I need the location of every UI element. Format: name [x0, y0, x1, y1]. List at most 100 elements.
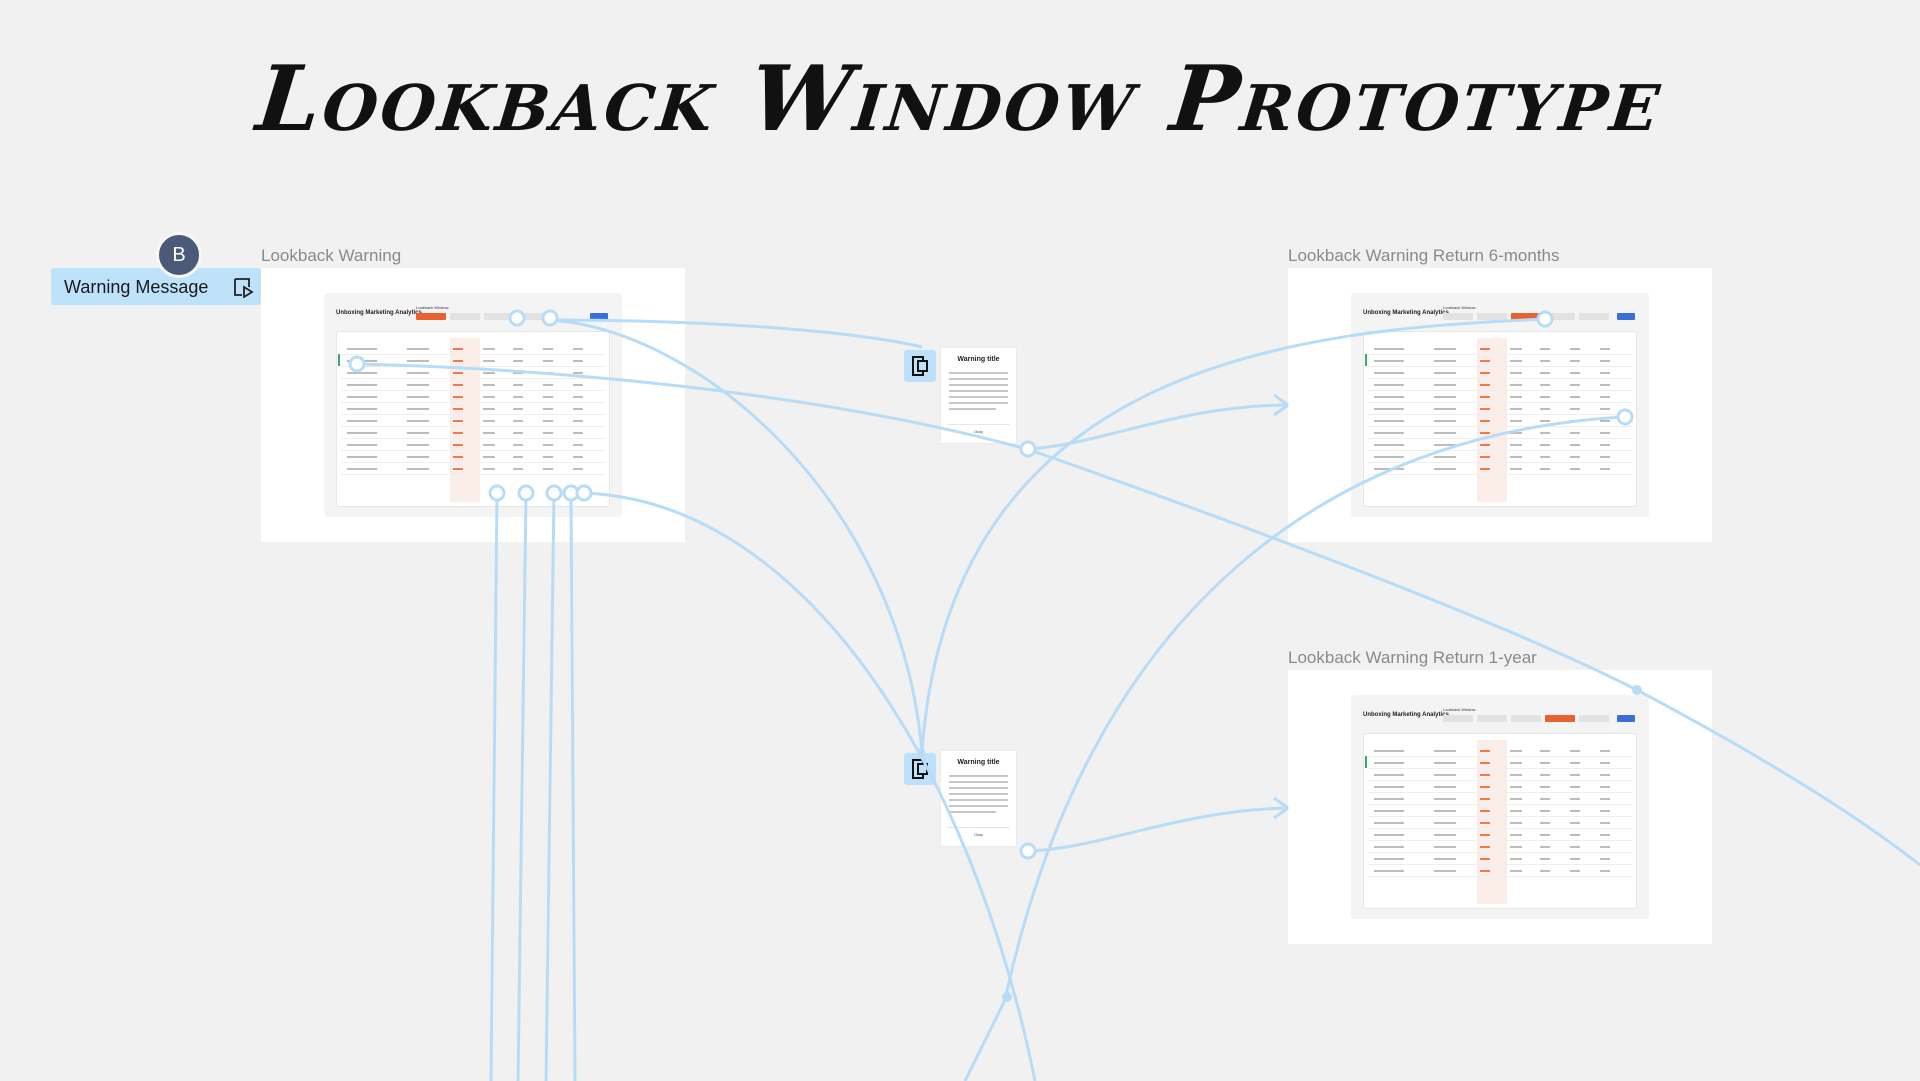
table-cell	[1374, 408, 1404, 410]
table-cell	[1480, 348, 1490, 350]
table-cell	[1510, 798, 1522, 800]
table-cell	[1374, 360, 1404, 362]
frame-label-six-months[interactable]: Lookback Warning Return 6-months	[1288, 246, 1560, 265]
table-cell	[1480, 468, 1490, 470]
table-cell	[483, 432, 495, 434]
table-cell	[1374, 396, 1404, 398]
period-segment	[1477, 715, 1507, 722]
table-cell	[1510, 750, 1522, 752]
dashboard-thumbnail: Unboxing Marketing Analytics Lookback Wi…	[324, 293, 622, 517]
table-cell	[573, 468, 583, 470]
table-cell	[1374, 372, 1404, 374]
table-cell	[1570, 456, 1580, 458]
table-cell	[1570, 762, 1580, 764]
component-tag-warning-message[interactable]: Warning Message	[51, 268, 261, 305]
table-cell	[1600, 750, 1610, 752]
table-cell	[483, 456, 495, 458]
warning-dialog-title: Warning title	[957, 759, 1000, 766]
table-cell	[1510, 468, 1522, 470]
period-segment	[1579, 715, 1609, 722]
table-cell	[1510, 384, 1522, 386]
table-cell	[1570, 444, 1580, 446]
table-cell	[347, 444, 377, 446]
frame-label-one-year[interactable]: Lookback Warning Return 1-year	[1288, 648, 1537, 667]
table-cell	[407, 456, 429, 458]
table-cell	[1600, 468, 1610, 470]
table-cell	[573, 396, 583, 398]
table-cell	[543, 408, 553, 410]
component-instance-icon[interactable]	[904, 350, 936, 382]
table-cell	[1570, 822, 1580, 824]
table-cell	[1600, 762, 1610, 764]
table-cell	[347, 420, 377, 422]
period-segment	[1511, 715, 1541, 722]
table-cell	[407, 372, 429, 374]
table-cell	[1600, 774, 1610, 776]
play-frame-icon[interactable]	[232, 276, 254, 299]
table-cell	[1570, 384, 1580, 386]
table-cell	[513, 420, 523, 422]
table-cell	[1540, 822, 1550, 824]
table-cell	[1434, 786, 1456, 788]
component-instance-icon[interactable]	[904, 753, 936, 785]
table-cell	[1570, 432, 1580, 434]
table-cell	[1570, 396, 1580, 398]
table-row	[1368, 780, 1632, 781]
table-cell	[513, 456, 523, 458]
table-cell	[1570, 870, 1580, 872]
lookback-window-label: Lookback Window	[1443, 707, 1476, 712]
table-cell	[453, 444, 463, 446]
table-cell	[1540, 834, 1550, 836]
export-button	[1617, 715, 1635, 722]
table-cell	[1434, 444, 1456, 446]
table-cell	[1510, 372, 1522, 374]
table-row	[341, 450, 605, 451]
table-cell	[1600, 444, 1610, 446]
table-cell	[347, 384, 377, 386]
table-cell	[1510, 348, 1522, 350]
avatar[interactable]: B	[156, 232, 202, 278]
table-cell	[1510, 408, 1522, 410]
table-cell	[1374, 846, 1404, 848]
table-cell	[453, 348, 463, 350]
okay-button[interactable]: Okay	[973, 429, 984, 434]
table-cell	[1600, 810, 1610, 812]
table-cell	[1374, 870, 1404, 872]
table-cell	[453, 384, 463, 386]
period-segment	[416, 313, 446, 320]
table-cell	[1570, 372, 1580, 374]
table-cell	[1480, 858, 1490, 860]
frame-label-lookback-warning[interactable]: Lookback Warning	[261, 246, 402, 265]
table-cell	[543, 396, 553, 398]
table-cell	[543, 432, 553, 434]
frame-one-year[interactable]: Unboxing Marketing Analytics Lookback Wi…	[1288, 670, 1712, 944]
table-cell	[1480, 870, 1490, 872]
table-cell	[513, 468, 523, 470]
table-cell	[1510, 870, 1522, 872]
table-row	[1368, 402, 1632, 403]
warning-dialog[interactable]: Warning title Okay	[941, 348, 1016, 443]
table-cell	[543, 360, 553, 362]
table-cell	[1600, 408, 1610, 410]
table-cell	[407, 384, 429, 386]
table-cell	[1540, 786, 1550, 788]
table-cell	[1600, 432, 1610, 434]
warning-dialog[interactable]: Warning title Okay	[941, 751, 1016, 846]
table-cell	[483, 372, 495, 374]
table-cell	[1540, 750, 1550, 752]
table-cell	[1434, 432, 1456, 434]
table-cell	[1540, 846, 1550, 848]
table-cell	[543, 444, 553, 446]
okay-button[interactable]: Okay	[973, 832, 984, 837]
table-cell	[453, 372, 463, 374]
table-cell	[453, 432, 463, 434]
table-cell	[513, 408, 523, 410]
table-cell	[1600, 834, 1610, 836]
table-row	[1368, 474, 1632, 475]
table-cell	[1600, 360, 1610, 362]
table-cell	[1434, 348, 1456, 350]
table-cell	[1374, 384, 1404, 386]
table-cell	[1540, 456, 1550, 458]
table-cell	[513, 360, 523, 362]
table-cell	[1570, 348, 1580, 350]
